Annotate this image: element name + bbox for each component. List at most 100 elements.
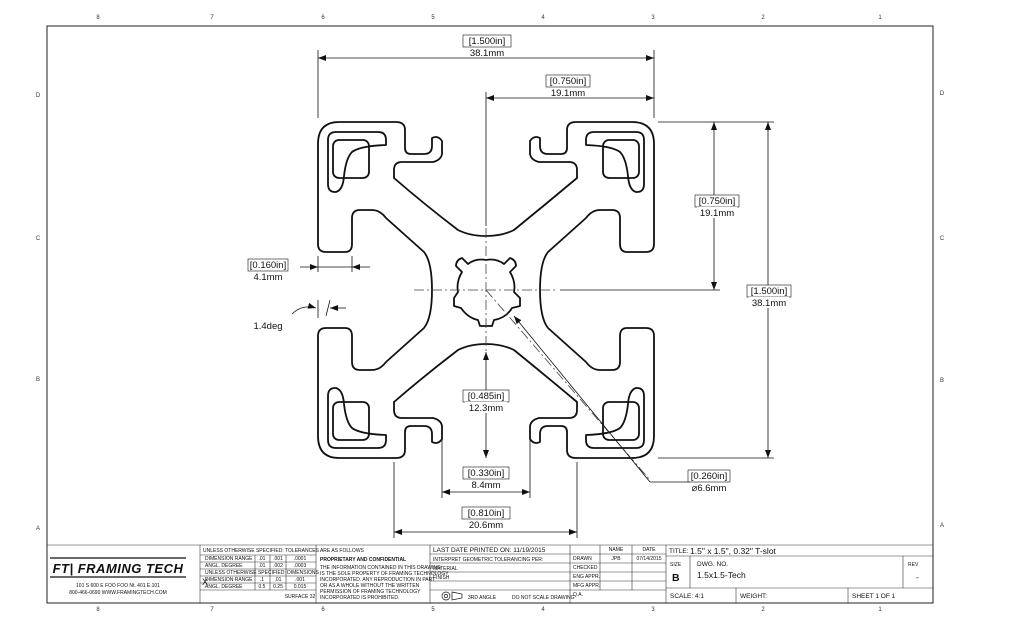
center-bore <box>453 257 521 327</box>
extrusion-profile <box>317 121 655 459</box>
dim-box-wall <box>247 258 289 272</box>
dwg-no-value: 1.5x1.5-Tech <box>697 570 746 580</box>
signoff-table: NAME DATE DRAWN JPB 07/14/2015 CHECKED E… <box>573 547 662 598</box>
dim-slot-width-mm: 20.6mm <box>469 520 503 531</box>
proprietary-title: PROPRIETARY AND CONFIDENTIAL <box>320 557 406 563</box>
zone-labels-right: D C B A <box>940 91 945 529</box>
zone-bottom-6: 6 <box>321 607 325 613</box>
tol-r1-c2: .01 <box>259 556 266 562</box>
proprietary-line-4: OR AS A WHOLE WITHOUT THE WRITTEN <box>320 583 420 589</box>
proprietary-notice: PROPRIETARY AND CONFIDENTIAL THE INFORMA… <box>320 557 449 601</box>
address-line-2: 800-466-0690 WWW.FRAMINGTECH.COM <box>69 590 167 596</box>
zone-top-6: 6 <box>321 15 325 21</box>
tolerance-sub: UNLESS OTHERWISE SPECIFIED: DIMENSIONS <box>205 570 319 576</box>
pocket-top-right <box>585 131 645 193</box>
drawing-border <box>46 25 934 604</box>
company-logo: FT| FRAMING TECH 101 S 600 E FOO FOO Nt.… <box>50 557 186 596</box>
scale-label: SCALE: 4:1 <box>670 593 704 600</box>
pocket-bottom-right <box>585 387 645 449</box>
tol-r3-c2: .1 <box>260 577 264 583</box>
profile-outer-contour <box>317 121 655 459</box>
logo-text: FT| FRAMING TECH <box>53 561 184 576</box>
proprietary-line-2: IS THE SOLE PROPERTY OF FRAMING TECHNOLO… <box>320 571 449 577</box>
zone-top-8: 8 <box>96 15 100 21</box>
tol-r1-c3: .001 <box>273 556 283 562</box>
dim-wall-in: [0.160in] <box>250 260 286 271</box>
tol-r4-c4: 0.015 <box>294 584 307 590</box>
zone-labels-top: 8 7 6 5 4 3 2 1 <box>96 15 882 21</box>
zone-top-5: 5 <box>431 15 435 21</box>
corner-cavity-bl <box>332 401 370 441</box>
zone-bottom-8: 8 <box>96 607 100 613</box>
dim-box-slot-opening <box>462 466 510 480</box>
dimension-lines <box>291 50 774 538</box>
zone-right-c: C <box>940 236 945 242</box>
dim-slot-opening-mm: 8.4mm <box>471 480 500 491</box>
pocket-top-left <box>327 131 387 193</box>
zone-left-a: A <box>36 526 40 532</box>
dimension-texts: [1.500in] 38.1mm [0.750in] 19.1mm [0.750… <box>247 34 792 531</box>
dim-overall-width-in: [1.500in] <box>469 36 505 47</box>
zone-top-2: 2 <box>761 15 765 21</box>
tolerance-header: UNLESS OTHERWISE SPECIFIED: TOLERANCES A… <box>203 548 365 554</box>
size-label: SIZE <box>670 562 682 568</box>
tol-r2-c4: .0003 <box>294 563 307 569</box>
zone-labels-left: D C B A <box>36 93 41 532</box>
zone-bottom-7: 7 <box>210 607 214 613</box>
signoff-drawn-label: DRAWN <box>573 556 592 562</box>
tol-r2-c2: .01 <box>259 563 266 569</box>
tol-r2-c1: ANGL. DEGREE <box>205 563 243 569</box>
tolerance-table: UNLESS OTHERWISE SPECIFIED: TOLERANCES A… <box>202 548 365 600</box>
zone-right-a: A <box>940 523 944 529</box>
dim-hole-in: [0.260in] <box>691 471 727 482</box>
title-block <box>47 544 933 603</box>
rev-label: REV <box>908 562 919 568</box>
dim-half-width-mm: 19.1mm <box>551 88 585 99</box>
dim-center-slot-in: [0.485in] <box>468 391 504 402</box>
tol-r4-c1: ANGL. DEGREE <box>205 584 243 590</box>
finish-label: FINISH <box>433 575 450 581</box>
zone-left-b: B <box>36 377 40 383</box>
centerlines <box>414 228 651 481</box>
notes-column: LAST DATE PRINTED ON: 11/19/2015 INTERPR… <box>433 547 575 601</box>
third-angle-label: 3RD ANGLE <box>468 595 497 601</box>
pocket-bottom-left <box>327 387 387 449</box>
tol-r1-c4: .0001 <box>294 556 307 562</box>
signoff-drawn-date: 07/14/2015 <box>636 556 661 562</box>
sheet-label: SHEET 1 OF 1 <box>852 593 896 600</box>
dim-box-slot-width <box>461 506 511 520</box>
dim-half-height-mm: 19.1mm <box>700 208 734 219</box>
size-value: B <box>672 572 680 584</box>
proprietary-line-1: THE INFORMATION CONTAINED IN THIS DRAWIN… <box>320 565 441 571</box>
signoff-drawn-name: JPB <box>611 556 621 562</box>
dim-hole-mm: ⌀6.6mm <box>692 483 727 494</box>
dim-overall-height-in: [1.500in] <box>751 286 787 297</box>
signoff-name-header: NAME <box>609 547 624 553</box>
zone-right-b: B <box>940 378 944 384</box>
zone-right-d: D <box>940 91 945 97</box>
corner-cavity-br <box>602 401 640 441</box>
signoff-qa-label: Q.A. <box>573 592 583 598</box>
dim-overall-width-mm: 38.1mm <box>470 48 504 59</box>
dim-box-overall-width <box>462 34 512 48</box>
zone-bottom-2: 2 <box>761 607 765 613</box>
zone-top-7: 7 <box>210 15 214 21</box>
material-label: MATERIAL <box>433 566 458 572</box>
title-label: TITLE: <box>669 548 689 555</box>
dim-box-hole <box>687 469 731 483</box>
proprietary-line-5: PERMISSION OF FRAMING TECHNOLOGY <box>320 589 421 595</box>
dim-draft-angle: 1.4deg <box>253 321 282 332</box>
dim-slot-width-in: [0.810in] <box>468 508 504 519</box>
zone-bottom-1: 1 <box>878 607 882 613</box>
third-angle-icon <box>441 591 463 601</box>
zone-left-d: D <box>36 93 41 99</box>
corner-cavity-tl <box>332 139 370 179</box>
dim-overall-height-mm: 38.1mm <box>752 298 786 309</box>
dim-box-half-width <box>545 74 591 88</box>
tol-r4-c2: 0.5 <box>259 584 266 590</box>
tol-r3-c3: .01 <box>275 577 282 583</box>
zone-bottom-5: 5 <box>431 607 435 613</box>
zone-bottom-4: 4 <box>541 607 545 613</box>
title-fields: TITLE: 1.5" x 1.5", 0.32" T-slot SIZE B … <box>669 546 919 600</box>
